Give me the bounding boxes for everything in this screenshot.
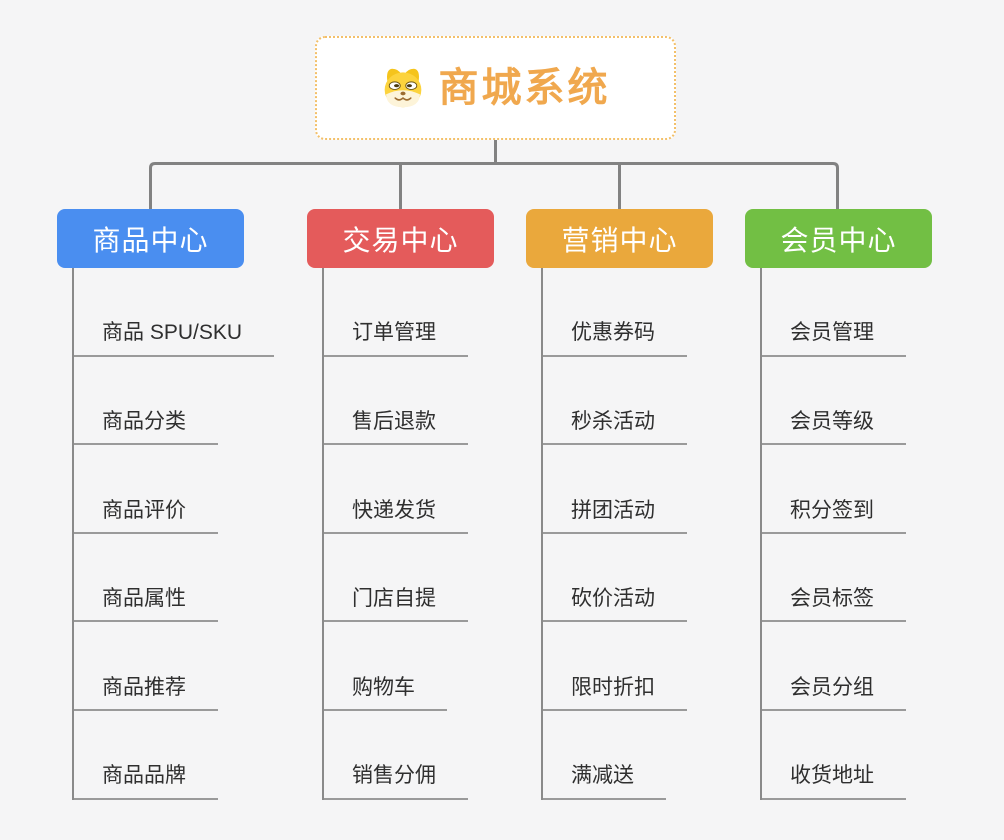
child-label: 拼团活动 [543,498,687,534]
child-label: 秒杀活动 [543,409,687,446]
child-node[interactable]: 优惠券码 [543,268,763,357]
child-label: 收货地址 [762,763,906,800]
branch-children-member: 会员管理 会员等级 积分签到 会员标签 会员分组 收货地址 [760,268,982,800]
child-label: 商品属性 [74,586,218,623]
child-label: 订单管理 [324,320,468,357]
child-node[interactable]: 购物车 [324,622,544,711]
child-node[interactable]: 销售分佣 [324,711,544,800]
child-label: 积分签到 [762,498,906,534]
child-label: 会员分组 [762,675,906,711]
child-node[interactable]: 售后退款 [324,357,544,446]
child-label: 商品评价 [74,498,218,534]
branch-header-marketing[interactable]: 营销中心 [526,209,713,268]
branch-label: 商品中心 [92,224,209,256]
child-node[interactable]: 商品 SPU/SKU [74,268,294,357]
root-node[interactable]: 商城系统 [315,36,676,140]
child-node[interactable]: 秒杀活动 [543,357,763,446]
child-node[interactable]: 商品分类 [74,357,294,446]
branch-trade: 交易中心 订单管理 售后退款 快递发货 门店自提 购物车 销售分佣 [307,209,494,800]
child-node[interactable]: 拼团活动 [543,445,763,534]
branch-header-member[interactable]: 会员中心 [745,209,932,268]
branch-children-product: 商品 SPU/SKU 商品分类 商品评价 商品属性 商品推荐 商品品牌 [72,268,294,800]
branch-member: 会员中心 会员管理 会员等级 积分签到 会员标签 会员分组 收货地址 [745,209,932,800]
child-node[interactable]: 商品属性 [74,534,294,623]
child-label: 门店自提 [324,586,468,623]
child-label: 满减送 [543,763,666,800]
branch-marketing: 营销中心 优惠券码 秒杀活动 拼团活动 砍价活动 限时折扣 满减送 [526,209,713,800]
child-node[interactable]: 会员管理 [762,268,982,357]
child-node[interactable]: 商品评价 [74,445,294,534]
branch-header-product[interactable]: 商品中心 [57,209,244,268]
child-node[interactable]: 商品品牌 [74,711,294,800]
branch-label: 交易中心 [342,224,459,256]
root-title: 商城系统 [438,66,611,110]
child-label: 购物车 [324,675,447,711]
child-node[interactable]: 积分签到 [762,445,982,534]
child-node[interactable]: 订单管理 [324,268,544,357]
child-label: 砍价活动 [543,586,687,623]
child-node[interactable]: 商品推荐 [74,622,294,711]
child-node[interactable]: 会员等级 [762,357,982,446]
child-label: 会员管理 [762,320,906,357]
child-label: 会员等级 [762,409,906,446]
branch-label: 会员中心 [780,224,897,256]
child-label: 商品分类 [74,409,218,446]
child-label: 限时折扣 [543,675,687,711]
child-label: 快递发货 [324,498,468,534]
branch-label: 营销中心 [561,224,678,256]
child-node[interactable]: 限时折扣 [543,622,763,711]
child-node[interactable]: 收货地址 [762,711,982,800]
child-label: 会员标签 [762,586,906,623]
child-node[interactable]: 砍价活动 [543,534,763,623]
child-node[interactable]: 门店自提 [324,534,544,623]
branch-children-marketing: 优惠券码 秒杀活动 拼团活动 砍价活动 限时折扣 满减送 [541,268,763,800]
branch-product: 商品中心 商品 SPU/SKU 商品分类 商品评价 商品属性 商品推荐 商品品牌 [57,209,275,800]
dog-icon [384,68,421,108]
child-label: 商品推荐 [74,675,218,711]
child-node[interactable]: 会员标签 [762,534,982,623]
child-node[interactable]: 快递发货 [324,445,544,534]
child-node[interactable]: 满减送 [543,711,763,800]
child-label: 商品品牌 [74,763,218,800]
child-node[interactable]: 会员分组 [762,622,982,711]
branch-header-trade[interactable]: 交易中心 [307,209,494,268]
branch-children-trade: 订单管理 售后退款 快递发货 门店自提 购物车 销售分佣 [322,268,544,800]
child-label: 商品 SPU/SKU [74,320,275,357]
child-label: 售后退款 [324,409,468,446]
child-label: 优惠券码 [543,320,687,357]
branch-connector-rail [149,162,839,210]
child-label: 销售分佣 [324,763,468,800]
